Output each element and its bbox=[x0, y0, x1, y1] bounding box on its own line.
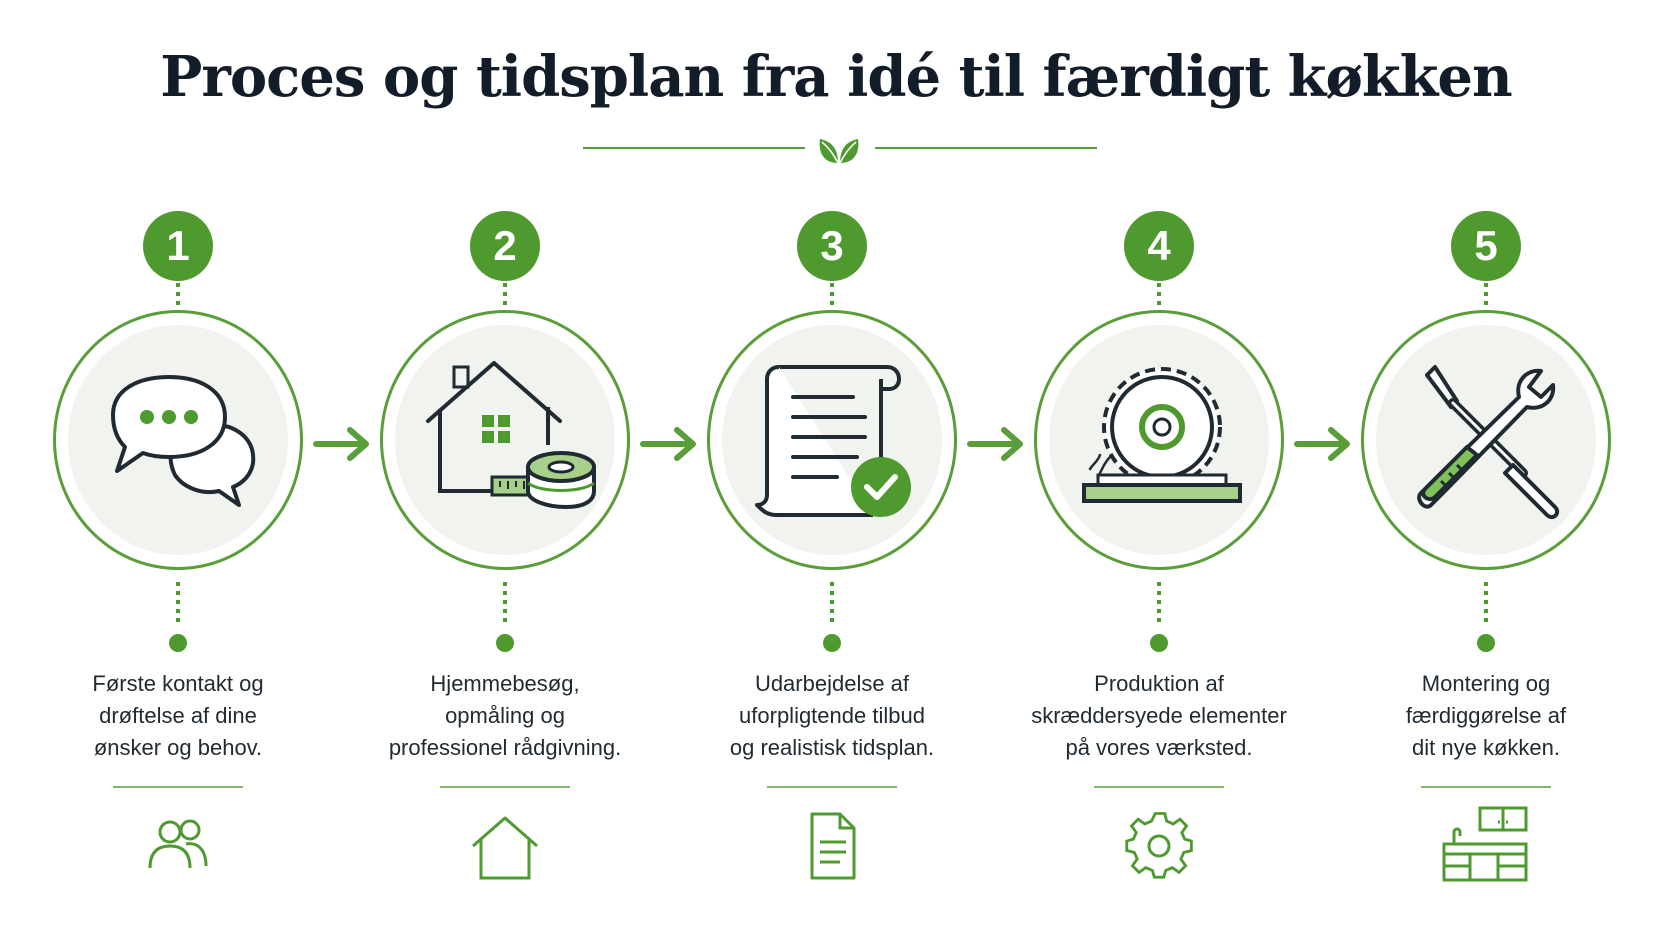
description-underline bbox=[1094, 786, 1224, 788]
page-title: Proces og tidsplan fra idé til færdigt k… bbox=[160, 44, 1513, 110]
arrow-right-icon bbox=[1294, 427, 1350, 461]
step-circle bbox=[707, 310, 957, 570]
connector-dot bbox=[1477, 634, 1495, 652]
arrow-right-icon bbox=[640, 427, 696, 461]
description-underline bbox=[440, 786, 570, 788]
document-checkmark-icon bbox=[755, 365, 911, 517]
step-number-badge: 5 bbox=[1451, 211, 1521, 281]
people-icon bbox=[148, 819, 208, 869]
circular-saw-icon bbox=[1082, 367, 1242, 503]
description-underline bbox=[767, 786, 897, 788]
step-number-badge: 4 bbox=[1124, 211, 1194, 281]
connector-dot bbox=[1150, 634, 1168, 652]
step-number-badge: 1 bbox=[143, 211, 213, 281]
step-circle bbox=[53, 310, 303, 570]
dotted-connector bbox=[176, 582, 180, 624]
dotted-connector bbox=[503, 283, 507, 313]
step-circle bbox=[1361, 310, 1611, 570]
dotted-connector bbox=[1484, 283, 1488, 313]
step-circle bbox=[1034, 310, 1284, 570]
screwdriver-wrench-icon bbox=[1417, 365, 1560, 520]
dotted-connector bbox=[1157, 283, 1161, 313]
connector-dot bbox=[496, 634, 514, 652]
gear-icon bbox=[1125, 812, 1193, 879]
dotted-connector bbox=[176, 283, 180, 313]
dotted-connector bbox=[1157, 582, 1161, 624]
step-circle bbox=[380, 310, 630, 570]
speech-bubbles-icon bbox=[111, 375, 256, 507]
arrow-right-icon bbox=[967, 427, 1023, 461]
title-divider-right bbox=[875, 147, 1097, 149]
description-underline bbox=[1421, 786, 1551, 788]
dotted-connector bbox=[503, 582, 507, 624]
dotted-connector bbox=[1484, 582, 1488, 624]
document-icon bbox=[810, 812, 856, 880]
leaf-icon bbox=[819, 139, 859, 164]
house-outline-icon bbox=[472, 816, 538, 880]
step-number-badge: 3 bbox=[797, 211, 867, 281]
house-measuring-tape-icon bbox=[426, 361, 596, 510]
connector-dot bbox=[823, 634, 841, 652]
title-divider-left bbox=[583, 147, 805, 149]
kitchen-cabinets-icon bbox=[1442, 806, 1528, 882]
step-number-badge: 2 bbox=[470, 211, 540, 281]
description-underline bbox=[113, 786, 243, 788]
arrow-right-icon bbox=[313, 427, 369, 461]
dotted-connector bbox=[830, 582, 834, 624]
dotted-connector bbox=[830, 283, 834, 313]
connector-dot bbox=[169, 634, 187, 652]
